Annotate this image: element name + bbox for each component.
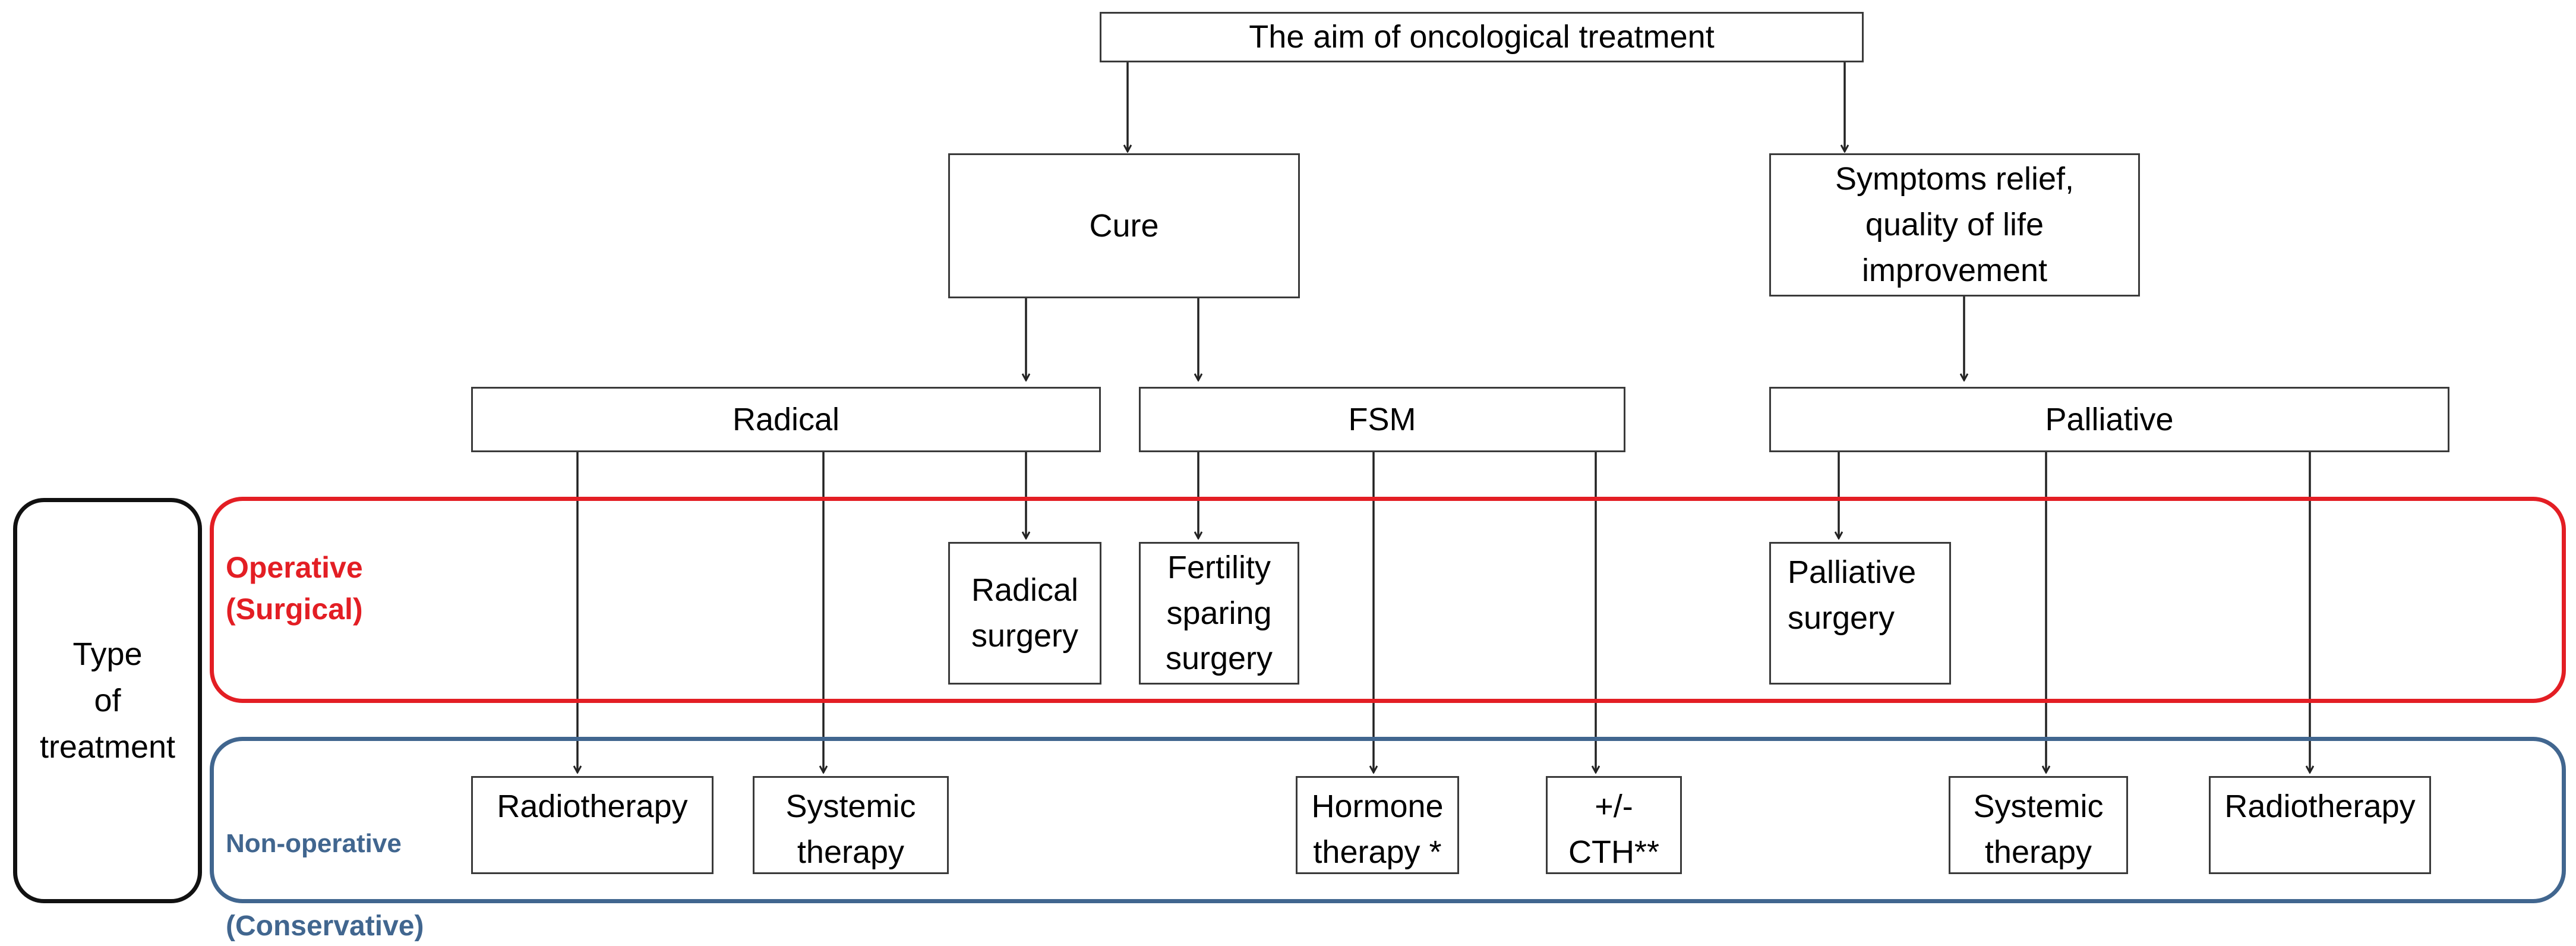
node-symptoms: Symptoms relief, quality of life improve… bbox=[1769, 153, 2140, 297]
node-palliative: Palliative bbox=[1769, 387, 2449, 452]
non-operative-label-line1: Non-operative bbox=[226, 829, 402, 858]
node-cth: +/- CTH** bbox=[1546, 776, 1682, 874]
type-of-treatment-label: Type of treatment bbox=[39, 636, 176, 765]
treatment-diagram: Type of treatment Operative (Surgical) N… bbox=[0, 12, 2576, 942]
node-radiotherapy-2: Radiotherapy bbox=[2209, 776, 2431, 874]
node-radical: Radical bbox=[471, 387, 1101, 452]
node-palliative-surgery: Palliative surgery bbox=[1769, 542, 1951, 685]
node-systemic-therapy-2: Systemic therapy bbox=[1949, 776, 2128, 874]
node-radical-surgery: Radical surgery bbox=[948, 542, 1101, 685]
node-cure: Cure bbox=[948, 153, 1300, 298]
type-of-treatment-frame: Type of treatment bbox=[13, 498, 202, 903]
non-operative-group bbox=[210, 737, 2566, 903]
node-systemic-therapy-1: Systemic therapy bbox=[753, 776, 949, 874]
node-fsm: FSM bbox=[1139, 387, 1625, 452]
node-hormone-therapy: Hormone therapy * bbox=[1296, 776, 1459, 874]
arrow-connectors bbox=[0, 61, 2576, 915]
node-fertility-surgery: Fertility sparing surgery bbox=[1139, 542, 1299, 685]
node-aim: The aim of oncological treatment bbox=[1100, 12, 1864, 62]
non-operative-label: Non-operative (Conservative) bbox=[226, 780, 424, 946]
operative-label: Operative (Surgical) bbox=[226, 551, 363, 626]
operative-group bbox=[210, 497, 2566, 703]
node-radiotherapy-1: Radiotherapy bbox=[471, 776, 714, 874]
